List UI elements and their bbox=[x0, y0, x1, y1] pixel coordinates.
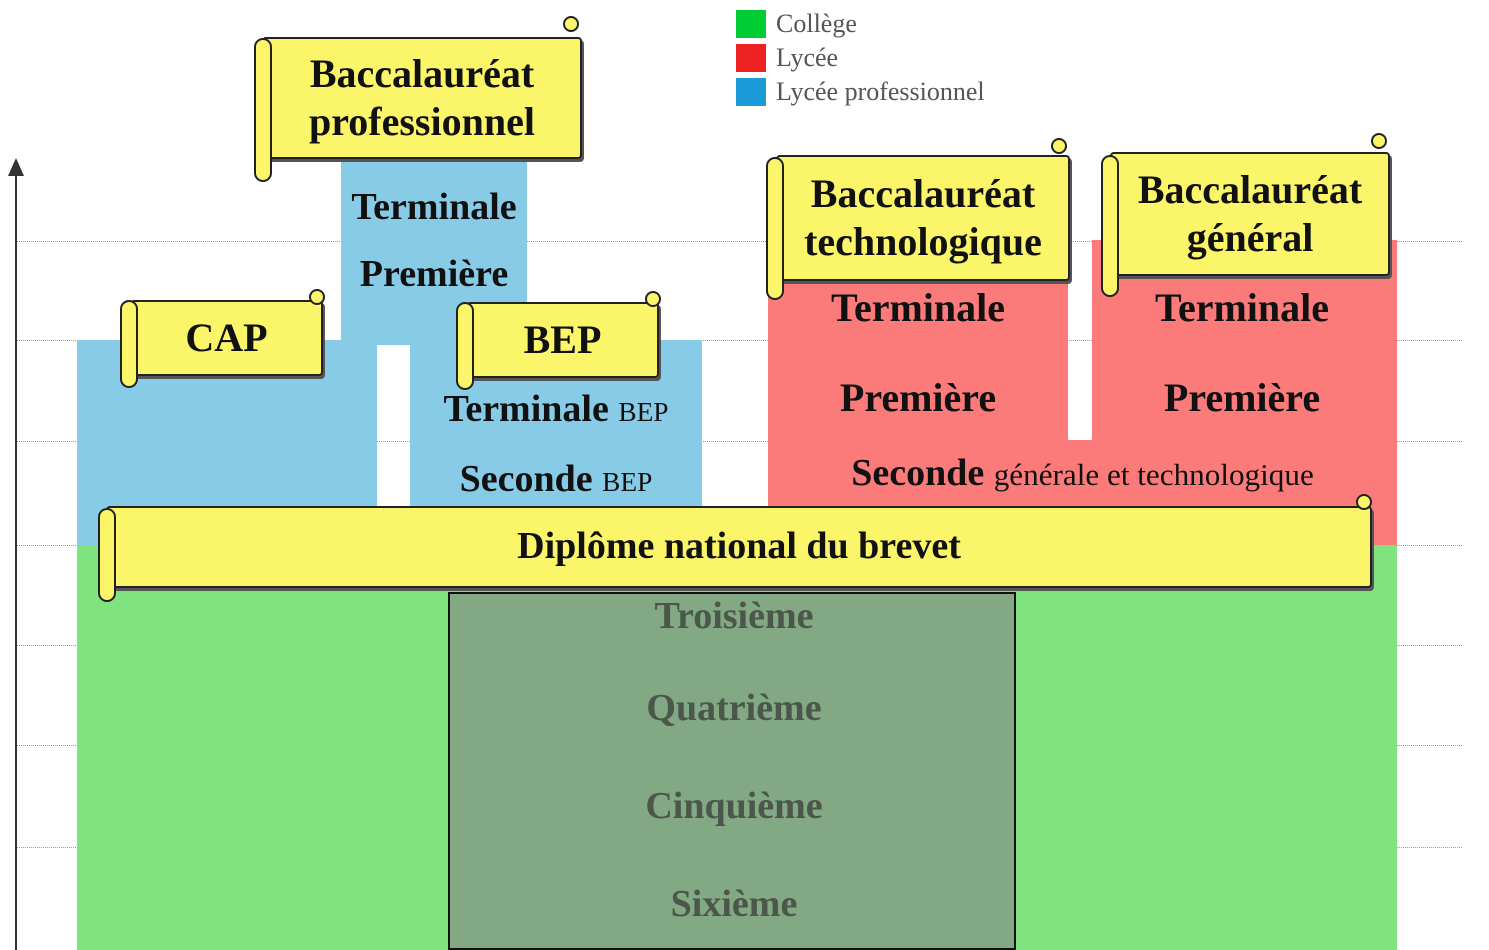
techno-terminale-label: Terminale bbox=[830, 285, 1006, 330]
scroll-knob bbox=[1356, 494, 1372, 510]
legend-item-college: Collège bbox=[736, 9, 857, 39]
scroll-roll bbox=[1101, 155, 1119, 297]
legend-swatch-lycee bbox=[736, 44, 766, 72]
terminale-bep-label: Terminale BEP bbox=[410, 390, 702, 428]
college-levels-box: Troisième Quatrième Cinquième Sixième bbox=[448, 592, 1016, 950]
bac-techno-text: Baccalauréat technologique bbox=[804, 170, 1042, 266]
cap-scroll: CAP bbox=[130, 300, 323, 376]
terminale-bep-main: Terminale bbox=[443, 388, 609, 430]
scroll-roll bbox=[120, 300, 138, 388]
legend-swatch-lycee-pro bbox=[736, 78, 766, 106]
bac-pro-line2: professionnel bbox=[309, 99, 535, 144]
gridline bbox=[16, 340, 1462, 341]
scroll-knob bbox=[1371, 133, 1387, 149]
scroll-roll bbox=[766, 157, 784, 300]
terminale-bep-suffix: BEP bbox=[618, 397, 669, 427]
seconde-generale-suffix: générale et technologique bbox=[993, 457, 1314, 492]
bac-techno-scroll: Baccalauréat technologique bbox=[776, 155, 1070, 281]
scroll-knob bbox=[309, 289, 325, 305]
college-level-troisieme: Troisième bbox=[654, 595, 814, 637]
college-level-sixieme: Sixième bbox=[670, 883, 798, 925]
legend-label-college: Collège bbox=[776, 9, 857, 38]
bac-general-line2: général bbox=[1186, 215, 1314, 260]
legend-swatch-college bbox=[736, 10, 766, 38]
general-terminale-label: Terminale bbox=[1154, 285, 1330, 330]
seconde-bep-suffix: BEP bbox=[602, 467, 653, 497]
brevet-scroll: Diplôme national du brevet bbox=[106, 506, 1372, 588]
legend-item-lycee: Lycée bbox=[736, 43, 838, 73]
brevet-text: Diplôme national du brevet bbox=[517, 525, 961, 568]
bac-general-text: Baccalauréat général bbox=[1138, 166, 1362, 262]
general-premiere-label: Première bbox=[1163, 375, 1321, 420]
bac-techno-line2: technologique bbox=[804, 219, 1042, 264]
legend-label-lycee: Lycée bbox=[776, 43, 839, 72]
seconde-bep-main: Seconde bbox=[459, 458, 593, 500]
bac-techno-line1: Baccalauréat bbox=[810, 171, 1036, 216]
scroll-knob bbox=[645, 291, 661, 307]
scroll-roll bbox=[254, 38, 272, 182]
bep-text: BEP bbox=[523, 317, 602, 362]
gridline bbox=[16, 441, 1462, 442]
vertical-axis bbox=[15, 175, 17, 950]
bac-general-scroll: Baccalauréat général bbox=[1110, 152, 1390, 276]
bac-pro-scroll: Baccalauréat professionnel bbox=[262, 37, 582, 159]
seconde-generale-main: Seconde bbox=[851, 452, 985, 494]
bac-pro-premiere-label: Première bbox=[359, 253, 509, 295]
scroll-knob bbox=[563, 16, 579, 32]
legend-item-lycee-pro: Lycée professionnel bbox=[736, 77, 985, 107]
scroll-roll bbox=[98, 508, 116, 602]
bep-scroll: BEP bbox=[466, 302, 659, 378]
bac-pro-terminale-label: Terminale bbox=[351, 186, 517, 228]
college-level-quatrieme: Quatrième bbox=[646, 687, 822, 729]
seconde-generale-label: Seconde générale et technologique bbox=[768, 454, 1397, 492]
bac-pro-text: Baccalauréat professionnel bbox=[309, 50, 535, 146]
bac-general-line1: Baccalauréat bbox=[1137, 167, 1363, 212]
bac-pro-line1: Baccalauréat bbox=[309, 51, 535, 96]
legend-label-lycee-pro: Lycée professionnel bbox=[776, 77, 985, 106]
college-level-cinquieme: Cinquième bbox=[645, 785, 823, 827]
gridline bbox=[16, 241, 1462, 242]
scroll-knob bbox=[1051, 138, 1067, 154]
axis-arrow-icon bbox=[8, 158, 24, 176]
seconde-bep-label: Seconde BEP bbox=[410, 460, 702, 498]
techno-premiere-label: Première bbox=[839, 375, 997, 420]
cap-text: CAP bbox=[185, 315, 268, 360]
scroll-roll bbox=[456, 302, 474, 390]
